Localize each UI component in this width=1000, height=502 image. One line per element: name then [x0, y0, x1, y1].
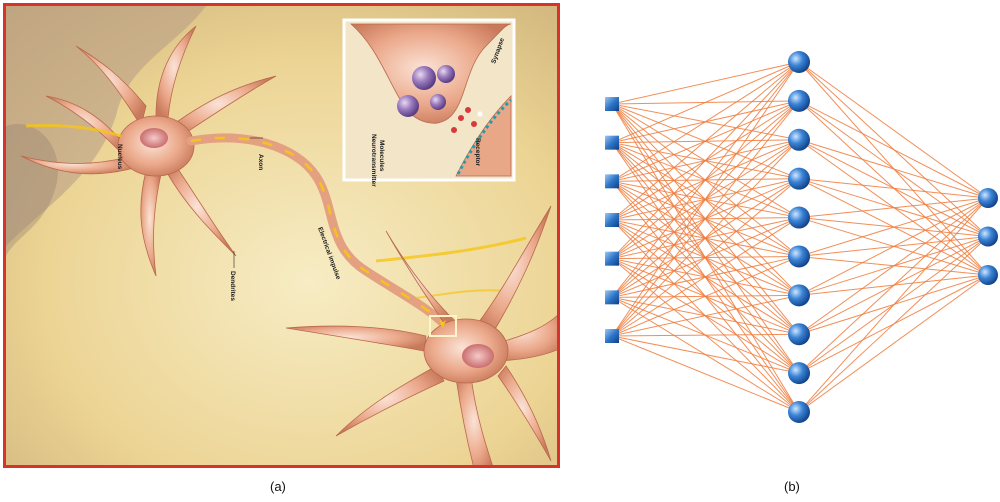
output-node-3: [978, 265, 998, 285]
synapse-inset: [344, 20, 514, 180]
hidden-node-4: [788, 168, 810, 190]
label-nucleus: Nucleus: [116, 144, 123, 170]
hidden-node-3: [788, 129, 810, 151]
hidden-node-1: [788, 51, 810, 73]
hidden-node-2: [788, 90, 810, 112]
edge-l1-1-0: [799, 101, 988, 198]
edge-l1-9-2: [799, 275, 988, 412]
edge-l1-9-1: [799, 237, 988, 413]
edge-l1-0-0: [799, 62, 988, 198]
input-node-1: [605, 97, 619, 111]
neural-network-panel: [590, 40, 1000, 440]
label-receptor: Receptor: [474, 138, 481, 167]
label-axon: Axon: [257, 154, 264, 170]
hidden-node-7: [788, 284, 810, 306]
output-node-1: [978, 188, 998, 208]
input-node-7: [605, 329, 619, 343]
hidden-node-8: [788, 323, 810, 345]
input-node-5: [605, 252, 619, 266]
input-node-4: [605, 213, 619, 227]
label-molecules: Molecules: [378, 140, 385, 172]
caption-b: (b): [784, 479, 800, 494]
hidden-node-6: [788, 245, 810, 267]
edge-l1-9-0: [799, 198, 988, 412]
hidden-node-5: [788, 207, 810, 229]
edge-l1-8-0: [799, 198, 988, 373]
edge-l0-6-8: [612, 336, 799, 373]
edge-l0-6-9: [612, 336, 799, 412]
edge-l1-6-0: [799, 198, 988, 295]
neural-network-diagram: [590, 40, 1000, 440]
output-node-2: [978, 227, 998, 247]
label-neurotransmitter: Neurotransmitter: [370, 134, 377, 187]
network-edges: [612, 62, 988, 412]
input-node-6: [605, 290, 619, 304]
lower-nucleus: [462, 344, 494, 368]
input-node-2: [605, 136, 619, 150]
upper-nucleus: [140, 128, 168, 148]
label-dendrites: Dendrites: [229, 271, 236, 301]
edge-l1-3-0: [799, 179, 988, 198]
caption-a: (a): [270, 479, 286, 494]
network-nodes: [605, 51, 998, 423]
neuron-illustration: Nucleus Axon Dendrites Electrical impuls…: [6, 6, 557, 465]
input-node-3: [605, 174, 619, 188]
neuron-illustration-panel: Nucleus Axon Dendrites Electrical impuls…: [3, 3, 560, 468]
hidden-node-10: [788, 401, 810, 423]
edge-l1-2-0: [799, 140, 988, 198]
edge-l1-4-0: [799, 198, 988, 218]
edge-l1-5-0: [799, 198, 988, 256]
hidden-node-9: [788, 362, 810, 384]
